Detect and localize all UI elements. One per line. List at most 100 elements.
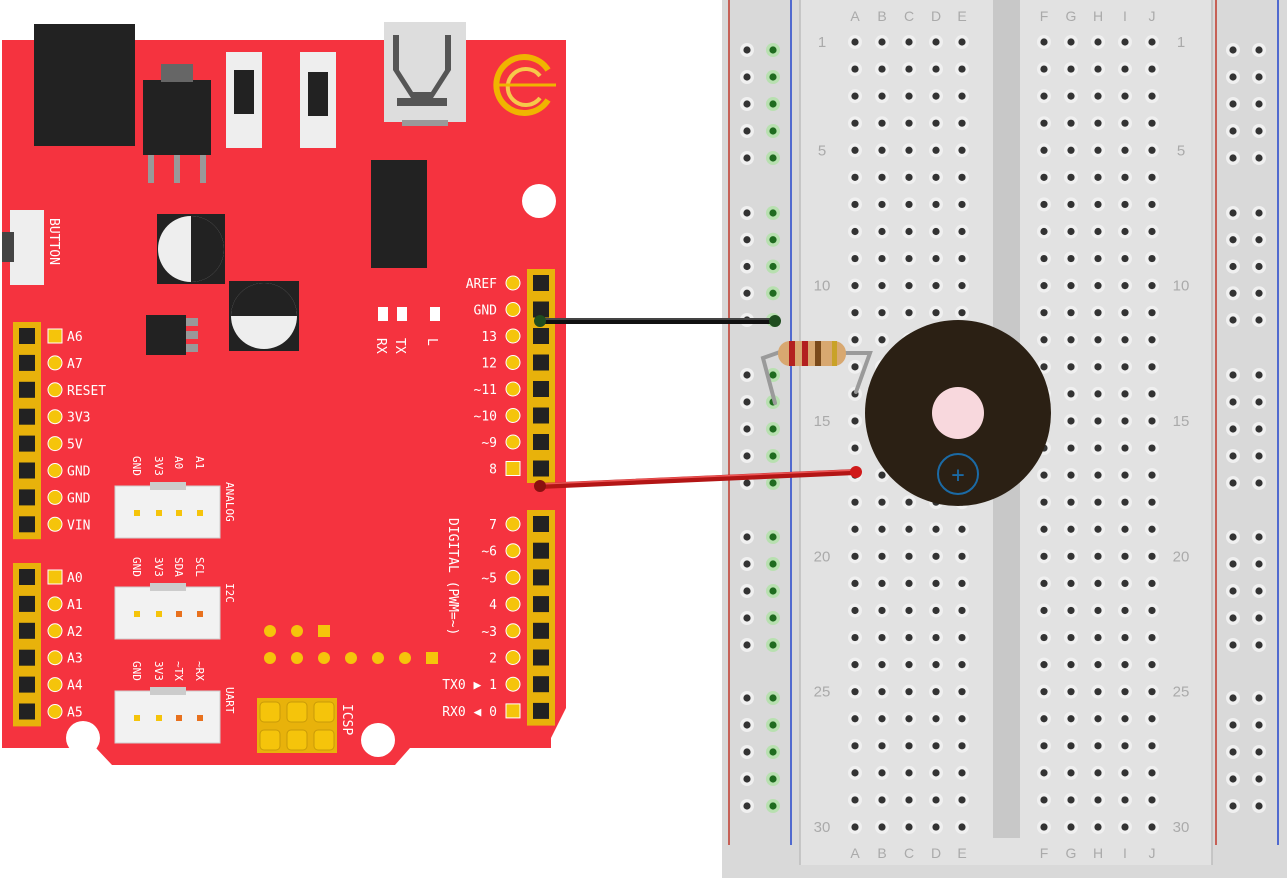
breadboard-hole[interactable]	[902, 738, 916, 753]
breadboard-hole[interactable]	[1118, 576, 1132, 591]
breadboard-hole[interactable]	[1037, 549, 1051, 564]
breadboard-hole[interactable]	[1064, 89, 1078, 104]
breadboard-hole[interactable]	[1064, 386, 1078, 401]
breadboard-hole[interactable]	[1252, 151, 1266, 165]
breadboard-hole[interactable]	[766, 772, 780, 786]
breadboard-hole[interactable]	[1037, 630, 1051, 645]
header-pin[interactable]	[19, 354, 35, 371]
breadboard-hole[interactable]	[1226, 422, 1240, 436]
header-pin[interactable]	[19, 328, 35, 344]
breadboard-hole[interactable]	[1037, 522, 1051, 537]
breadboard-hole[interactable]	[1226, 718, 1240, 732]
breadboard-hole[interactable]	[1118, 197, 1132, 212]
header-pin[interactable]	[19, 381, 35, 398]
breadboard-hole[interactable]	[875, 251, 889, 266]
breadboard-hole[interactable]	[1037, 170, 1051, 185]
breadboard-hole[interactable]	[902, 711, 916, 726]
breadboard-hole[interactable]	[1118, 386, 1132, 401]
breadboard-hole[interactable]	[1064, 684, 1078, 699]
breadboard-hole[interactable]	[955, 278, 969, 293]
breadboard-hole[interactable]	[766, 557, 780, 571]
breadboard-hole[interactable]	[1118, 441, 1132, 456]
breadboard-hole[interactable]	[929, 170, 943, 185]
breadboard-hole[interactable]	[1252, 259, 1266, 274]
breadboard-hole[interactable]	[1226, 691, 1240, 705]
breadboard-hole[interactable]	[1226, 799, 1240, 813]
breadboard-hole[interactable]	[1091, 765, 1105, 780]
breadboard-hole[interactable]	[1118, 603, 1132, 618]
breadboard-hole[interactable]	[1252, 43, 1266, 57]
header-pin[interactable]	[19, 435, 35, 452]
icsp-pin[interactable]	[259, 701, 281, 723]
breadboard-hole[interactable]	[740, 70, 754, 84]
breadboard-hole[interactable]	[1118, 224, 1132, 239]
header-pin[interactable]	[533, 275, 549, 291]
breadboard-hole[interactable]	[1091, 630, 1105, 645]
breadboard-hole[interactable]	[1226, 97, 1240, 111]
breadboard-hole[interactable]	[955, 630, 969, 645]
breadboard-hole[interactable]	[1252, 638, 1266, 652]
breadboard-hole[interactable]	[740, 557, 754, 571]
breadboard-hole[interactable]	[875, 197, 889, 212]
breadboard-hole[interactable]	[902, 278, 916, 293]
breadboard-hole[interactable]	[929, 792, 943, 807]
breadboard-hole[interactable]	[902, 143, 916, 158]
breadboard-hole[interactable]	[848, 820, 862, 835]
breadboard-hole[interactable]	[848, 603, 862, 618]
breadboard-hole[interactable]	[875, 522, 889, 537]
breadboard-hole[interactable]	[1037, 143, 1051, 158]
breadboard-hole[interactable]	[766, 638, 780, 652]
breadboard-hole[interactable]	[1226, 449, 1240, 463]
breadboard-hole[interactable]	[955, 170, 969, 185]
breadboard-hole[interactable]	[766, 584, 780, 598]
breadboard-hole[interactable]	[875, 549, 889, 564]
breadboard-hole[interactable]	[1118, 792, 1132, 807]
breadboard-hole[interactable]	[848, 305, 862, 320]
breadboard-hole[interactable]	[1118, 711, 1132, 726]
breadboard-hole[interactable]	[955, 765, 969, 780]
header-pin[interactable]	[19, 408, 35, 425]
breadboard-hole[interactable]	[1145, 657, 1159, 672]
header-pin[interactable]	[19, 595, 35, 612]
breadboard-hole[interactable]	[848, 576, 862, 591]
breadboard-hole[interactable]	[929, 35, 943, 49]
breadboard-hole[interactable]	[1118, 657, 1132, 672]
breadboard-hole[interactable]	[902, 35, 916, 49]
breadboard-hole[interactable]	[875, 765, 889, 780]
breadboard-hole[interactable]	[766, 611, 780, 625]
breadboard-hole[interactable]	[929, 522, 943, 537]
breadboard-hole[interactable]	[1145, 495, 1159, 510]
breadboard-hole[interactable]	[1037, 35, 1051, 49]
header-pin[interactable]	[19, 516, 35, 533]
breadboard-hole[interactable]	[1091, 738, 1105, 753]
breadboard-hole[interactable]	[1037, 278, 1051, 293]
breadboard-hole[interactable]	[1091, 549, 1105, 564]
breadboard-hole[interactable]	[1145, 62, 1159, 77]
breadboard-hole[interactable]	[1064, 62, 1078, 77]
header-pin[interactable]	[19, 622, 35, 639]
breadboard-hole[interactable]	[1064, 359, 1078, 374]
breadboard-hole[interactable]	[1145, 413, 1159, 428]
header-pin[interactable]	[533, 516, 549, 532]
breadboard-hole[interactable]	[766, 718, 780, 732]
breadboard-hole[interactable]	[1091, 468, 1105, 483]
breadboard-hole[interactable]	[929, 197, 943, 212]
breadboard-hole[interactable]	[1091, 792, 1105, 807]
breadboard-hole[interactable]	[848, 765, 862, 780]
header-pin[interactable]	[19, 462, 35, 479]
breadboard-hole[interactable]	[1252, 449, 1266, 463]
breadboard-hole[interactable]	[875, 792, 889, 807]
breadboard-hole[interactable]	[1226, 557, 1240, 571]
breadboard-hole[interactable]	[875, 62, 889, 77]
breadboard-hole[interactable]	[1037, 792, 1051, 807]
breadboard-hole[interactable]	[875, 576, 889, 591]
breadboard-hole[interactable]	[740, 422, 754, 436]
breadboard-hole[interactable]	[1064, 522, 1078, 537]
breadboard-hole[interactable]	[1064, 468, 1078, 483]
breadboard-hole[interactable]	[1118, 305, 1132, 320]
breadboard-hole[interactable]	[766, 124, 780, 138]
breadboard-hole[interactable]	[848, 251, 862, 266]
breadboard-hole[interactable]	[1091, 305, 1105, 320]
breadboard-hole[interactable]	[902, 251, 916, 266]
